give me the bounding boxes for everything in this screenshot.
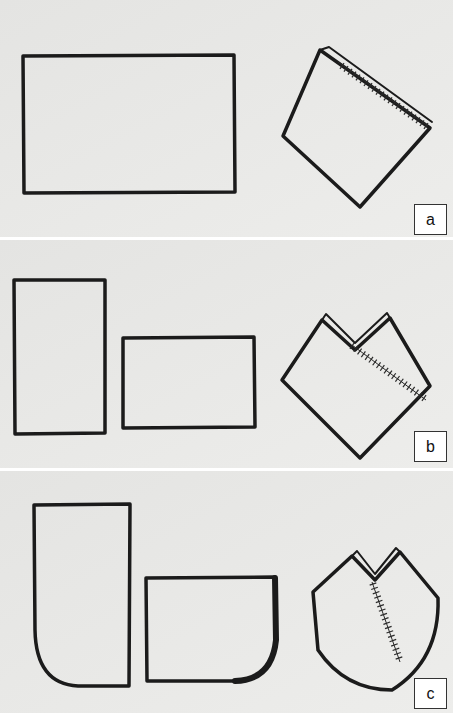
panel-label-box: b [414, 431, 447, 462]
rounded-strip [34, 504, 130, 686]
rounded-rectangle [146, 577, 276, 681]
panel-label-box: a [414, 204, 447, 235]
seam-line [338, 62, 428, 126]
hatch-mark [371, 587, 378, 589]
paper-panel [0, 471, 453, 713]
hatch-mark [377, 605, 384, 607]
fold-edge [320, 47, 432, 122]
paper-panel [0, 0, 453, 237]
hatch-mark [407, 384, 411, 390]
hatch-mark [388, 635, 395, 637]
hatch-mark [376, 362, 380, 368]
panel-letter: a [426, 211, 435, 229]
hatch-mark [373, 592, 380, 594]
hatch-mark [352, 72, 356, 78]
paper-rectangle [23, 55, 235, 193]
hatch-mark [376, 600, 383, 602]
hatch-mark [412, 115, 416, 121]
hatch-mark [390, 639, 397, 641]
hatch-mark [379, 609, 386, 611]
hatch-mark [404, 109, 408, 115]
hatch-mark [368, 83, 372, 89]
fold-edge [322, 313, 390, 343]
paper-strip [14, 280, 105, 434]
hatch-mark [360, 77, 364, 83]
hatch-mark [373, 360, 377, 366]
hatch-mark [382, 618, 389, 620]
hatch-mark [420, 120, 424, 126]
seam-hatching [370, 583, 403, 659]
seam-hatching [350, 343, 426, 401]
hatch-mark [365, 354, 369, 360]
hatch-mark [400, 106, 404, 112]
hatch-mark [396, 657, 403, 659]
hatch-mark [380, 613, 387, 615]
hatch-mark [384, 368, 388, 374]
hatch-mark [376, 89, 380, 95]
hatch-mark [424, 123, 428, 129]
hatch-mark [394, 652, 401, 654]
hatch-mark [372, 86, 376, 92]
seam-line [372, 582, 400, 662]
hatch-mark [392, 373, 396, 379]
thick-edge [235, 578, 276, 681]
hatch-mark [364, 80, 368, 86]
hatch-mark [408, 112, 412, 118]
panel-letter: c [427, 685, 435, 703]
hatch-mark [422, 395, 426, 401]
hatch-mark [356, 75, 360, 81]
panel-letter: b [426, 438, 435, 456]
folded-square [283, 50, 430, 207]
hatch-mark [383, 622, 390, 624]
hatch-mark [393, 648, 400, 650]
hatch-mark [354, 346, 358, 352]
hatch-mark [418, 392, 422, 398]
hatch-mark [388, 97, 392, 103]
hatch-mark [369, 357, 373, 363]
hatch-mark [340, 63, 344, 69]
hatch-mark [399, 379, 403, 385]
hatch-mark [348, 69, 352, 75]
paper-panel [0, 240, 453, 468]
hatch-mark [395, 376, 399, 382]
hatch-mark [411, 387, 415, 393]
hatch-mark [388, 371, 392, 377]
hatch-mark [414, 390, 418, 396]
hatch-mark [384, 95, 388, 101]
hatch-mark [403, 381, 407, 387]
seam-hatching [340, 63, 428, 129]
hatch-mark [380, 92, 384, 98]
hatch-mark [358, 349, 362, 355]
hatch-mark [344, 66, 348, 72]
hatch-mark [392, 100, 396, 106]
folded-shape [282, 318, 430, 458]
hatch-mark [374, 596, 381, 598]
panel-label-box: c [414, 678, 447, 709]
paper-rectangle [123, 337, 255, 428]
hatch-mark [350, 343, 354, 349]
hatch-mark [396, 103, 400, 109]
hatch-mark [380, 365, 384, 371]
hatch-mark [385, 626, 392, 628]
hatch-mark [391, 644, 398, 646]
seam-line [352, 345, 426, 400]
hatch-mark [387, 631, 394, 633]
fold-edge [352, 548, 400, 574]
hatch-mark [416, 117, 420, 123]
hatch-mark [361, 351, 365, 357]
hatch-mark [370, 583, 377, 585]
